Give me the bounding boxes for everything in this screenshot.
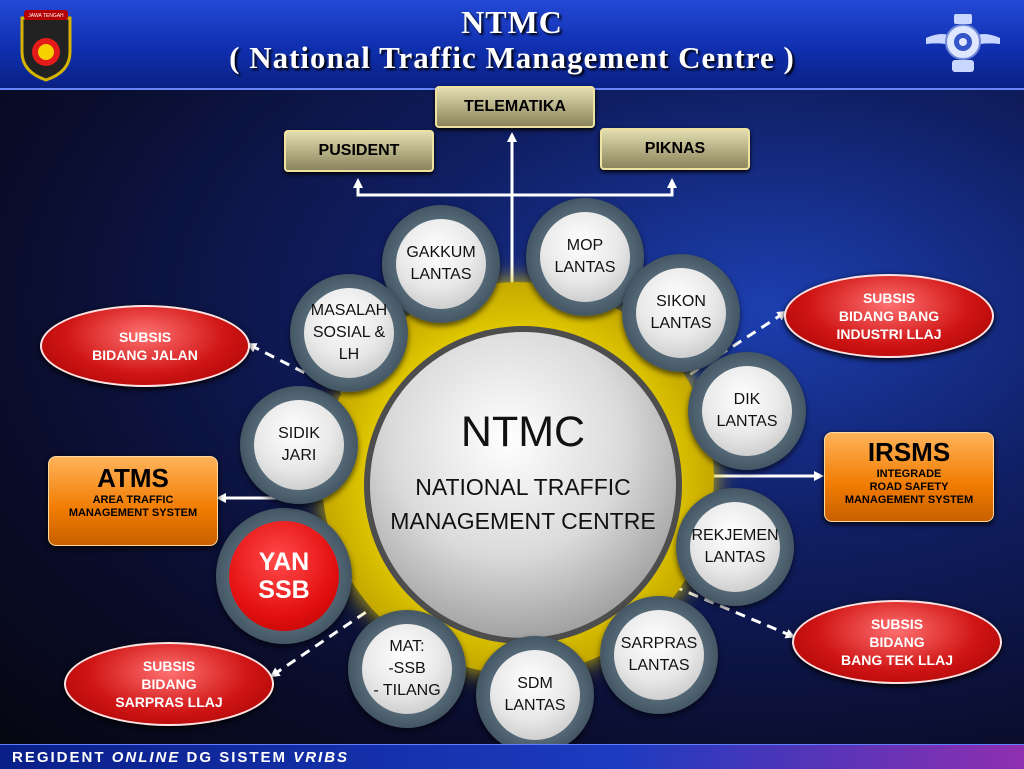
oval-subsis-bang-tek-llaj: SUBSIS BIDANG BANG TEK LLAJ [792, 600, 1002, 684]
title-bar: JAWA TENGAH NTMC ( National Traffic Mana… [0, 0, 1024, 90]
node-sdm-lantas: SDM LANTAS [476, 636, 594, 754]
node-rekjemen-lantas: REKJEMEN LANTAS [676, 488, 794, 606]
oval-subsis-bidang-jalan: SUBSIS BIDANG JALAN [40, 305, 250, 387]
page-subtitle: ( National Traffic Management Centre ) [229, 40, 795, 75]
node-sarpras-lantas: SARPRAS LANTAS [600, 596, 718, 714]
node-masalah-sosial-lh: MASALAH SOSIAL & LH [290, 274, 408, 392]
center-subtitle: NATIONAL TRAFFIC MANAGEMENT CENTRE [390, 474, 656, 534]
logo-caption: JAWA TENGAH [28, 13, 64, 19]
node-gakkum-lantas: GAKKUM LANTAS [382, 205, 500, 323]
traffic-police-emblem-icon [926, 14, 1000, 72]
node-sidik-jari: SIDIK JARI [240, 386, 358, 504]
center-title: NTMC [460, 408, 586, 456]
oval-subsis-sarpras-llaj: SUBSIS BIDANG SARPRAS LLAJ [64, 642, 274, 726]
oval-subsis-industri-llaj: SUBSIS BIDANG BANG INDUSTRI LLAJ [784, 274, 994, 358]
telematika-box: TELEMATIKA [435, 86, 595, 128]
node-dik-lantas: DIK LANTAS [688, 352, 806, 470]
page-title: NTMC [461, 4, 563, 40]
police-shield-logo: JAWA TENGAH [20, 10, 72, 82]
piknas-box: PIKNAS [600, 128, 750, 170]
node-yan-ssb: YAN SSB [216, 508, 352, 644]
node-sikon-lantas: SIKON LANTAS [622, 254, 740, 372]
footer-text: REGIDENT ONLINE DG SISTEM VRIBS [12, 749, 350, 766]
footer-bar: REGIDENT ONLINE DG SISTEM VRIBS [0, 744, 1024, 769]
irsms-box: IRSMS INTEGRADE ROAD SAFETY MANAGEMENT S… [824, 432, 994, 522]
atms-box: ATMS AREA TRAFFIC MANAGEMENT SYSTEM [48, 456, 218, 546]
ntmc-center-circle: NTMC NATIONAL TRAFFIC MANAGEMENT CENTRE [364, 326, 682, 644]
pusident-box: PUSIDENT [284, 130, 434, 172]
node-mat-ssb-tilang: MAT: -SSB - TILANG [348, 610, 466, 728]
